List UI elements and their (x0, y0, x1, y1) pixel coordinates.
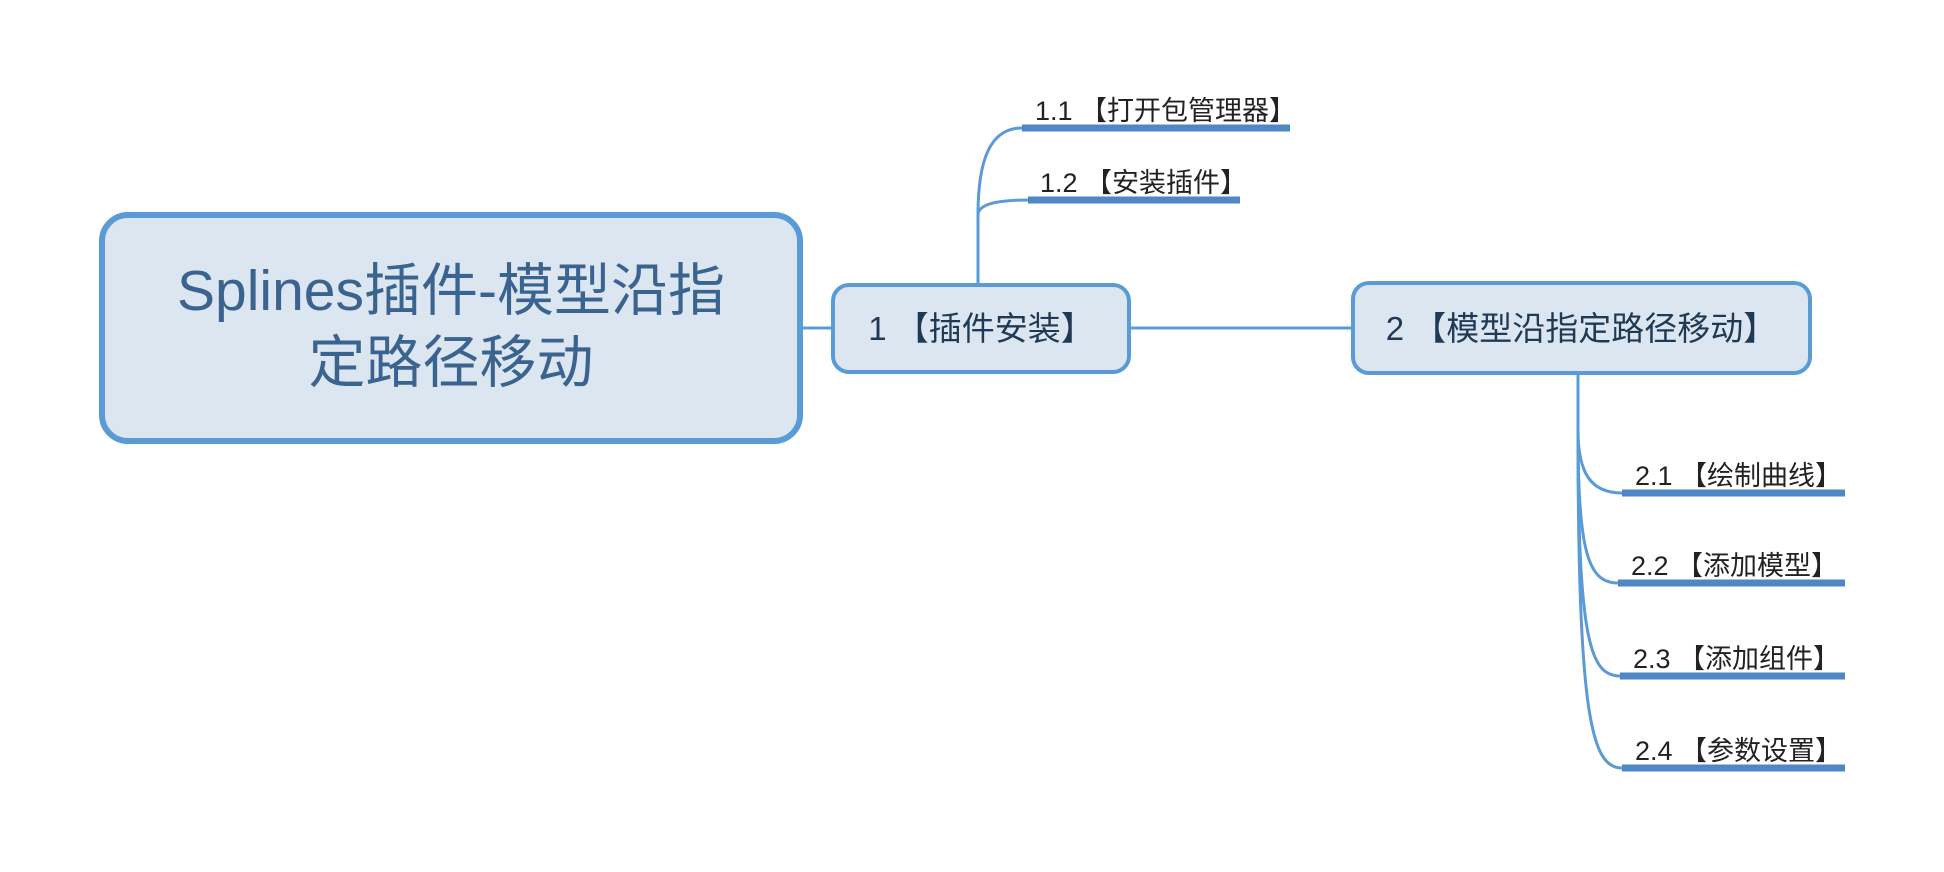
connector-branch-2-leaf-2 (1576, 429, 1619, 585)
branch-node-2[interactable]: 2 【模型沿指定路径移动】 (1351, 281, 1812, 375)
root-node-label-line1: Splines插件-模型沿指 (177, 259, 725, 323)
root-node[interactable]: Splines插件-模型沿指 定路径移动 (99, 212, 803, 444)
leaf-underline-group (1022, 124, 1845, 772)
leaf-label-2-3[interactable]: 2.3 【添加组件】 (1633, 644, 1840, 674)
leaf-label-2-2[interactable]: 2.2 【添加模型】 (1631, 551, 1838, 581)
connector-branch-2-leaf-1 (1576, 429, 1623, 495)
leaf-label-2-4[interactable]: 2.4 【参数设置】 (1635, 736, 1842, 766)
branch-node-2-box[interactable] (1351, 281, 1812, 375)
leaf-label-1-2[interactable]: 1.2 【安装插件】 (1040, 168, 1247, 198)
leaf-label-1-1[interactable]: 1.1 【打开包管理器】 (1035, 96, 1296, 126)
connector-branch-1-leaf-1 (976, 126, 1023, 216)
leaf-label-group: 1.1 【打开包管理器】 1.2 【安装插件】 2.1 【绘制曲线】 2.2 【… (1035, 96, 1842, 766)
leaf-label-2-1[interactable]: 2.1 【绘制曲线】 (1635, 461, 1842, 491)
branch-node-2-label: 2 【模型沿指定路径移动】 (1386, 310, 1777, 347)
root-node-box[interactable] (99, 212, 803, 444)
branch-node-1-label: 1 【插件安装】 (868, 310, 1094, 347)
root-node-label-line2: 定路径移动 (309, 331, 594, 395)
connector-branch-1-leaf-2 (976, 198, 1029, 216)
branch-node-1-box[interactable] (831, 283, 1131, 374)
connector-group (800, 126, 1623, 770)
connector-branch-2-leaf-4 (1576, 429, 1623, 770)
branch-node-1[interactable]: 1 【插件安装】 (831, 283, 1131, 374)
